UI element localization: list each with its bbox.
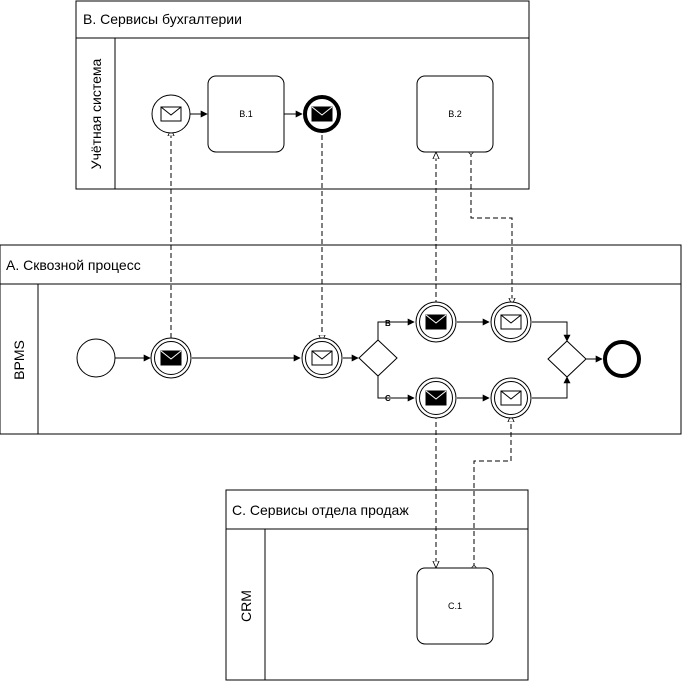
task-b2: B.2 xyxy=(416,75,494,153)
message-start-event-b xyxy=(151,94,191,134)
task-c1-label: C.1 xyxy=(448,601,462,611)
seq-gateway-to-branch-b xyxy=(377,318,415,340)
lane-accounting-system: Учётная система xyxy=(88,58,104,169)
lane-crm: CRM xyxy=(238,590,254,622)
intermediate-catch-message-event-c xyxy=(490,377,532,419)
intermediate-throw-message-event-c xyxy=(415,377,457,419)
flow-label-b: B xyxy=(385,319,391,328)
task-b1-label: B.1 xyxy=(239,109,253,119)
envelope-icon xyxy=(500,390,522,406)
pool-sales-title: C. Сервисы отдела продаж xyxy=(232,502,409,518)
flow-label-c: C xyxy=(385,394,391,403)
envelope-filled-icon xyxy=(425,314,447,330)
pool-process-title: A. Сквозной процесс xyxy=(6,257,141,273)
intermediate-catch-message-event-2 xyxy=(301,337,343,379)
envelope-icon xyxy=(500,314,522,330)
intermediate-catch-message-event-b xyxy=(490,301,532,343)
envelope-filled-icon xyxy=(160,350,182,366)
envelope-filled-icon xyxy=(425,390,447,406)
envelope-icon xyxy=(160,106,182,122)
envelope-filled-icon xyxy=(311,106,333,122)
message-end-event-b xyxy=(303,95,341,133)
seq-b-catch-to-join xyxy=(532,321,571,342)
pool-accounting-title: B. Сервисы бухгалтерии xyxy=(83,11,242,27)
lane-bpms: BPMS xyxy=(11,340,27,380)
intermediate-throw-message-event-b xyxy=(415,301,457,343)
start-event xyxy=(76,338,116,378)
exclusive-gateway-split xyxy=(358,339,398,377)
sequence-flows xyxy=(115,110,603,402)
seq-gateway-to-branch-c xyxy=(377,376,415,402)
end-event xyxy=(603,340,641,378)
task-b2-label: B.2 xyxy=(448,109,462,119)
task-c1: C.1 xyxy=(416,567,494,645)
exclusive-gateway-join xyxy=(547,340,587,378)
message-flow-b2-to-a xyxy=(471,152,512,305)
task-b1: B.1 xyxy=(207,75,285,153)
envelope-icon xyxy=(311,350,333,366)
seq-c-catch-to-join xyxy=(532,376,571,399)
intermediate-throw-message-event-1 xyxy=(150,337,192,379)
message-flows xyxy=(171,127,512,568)
